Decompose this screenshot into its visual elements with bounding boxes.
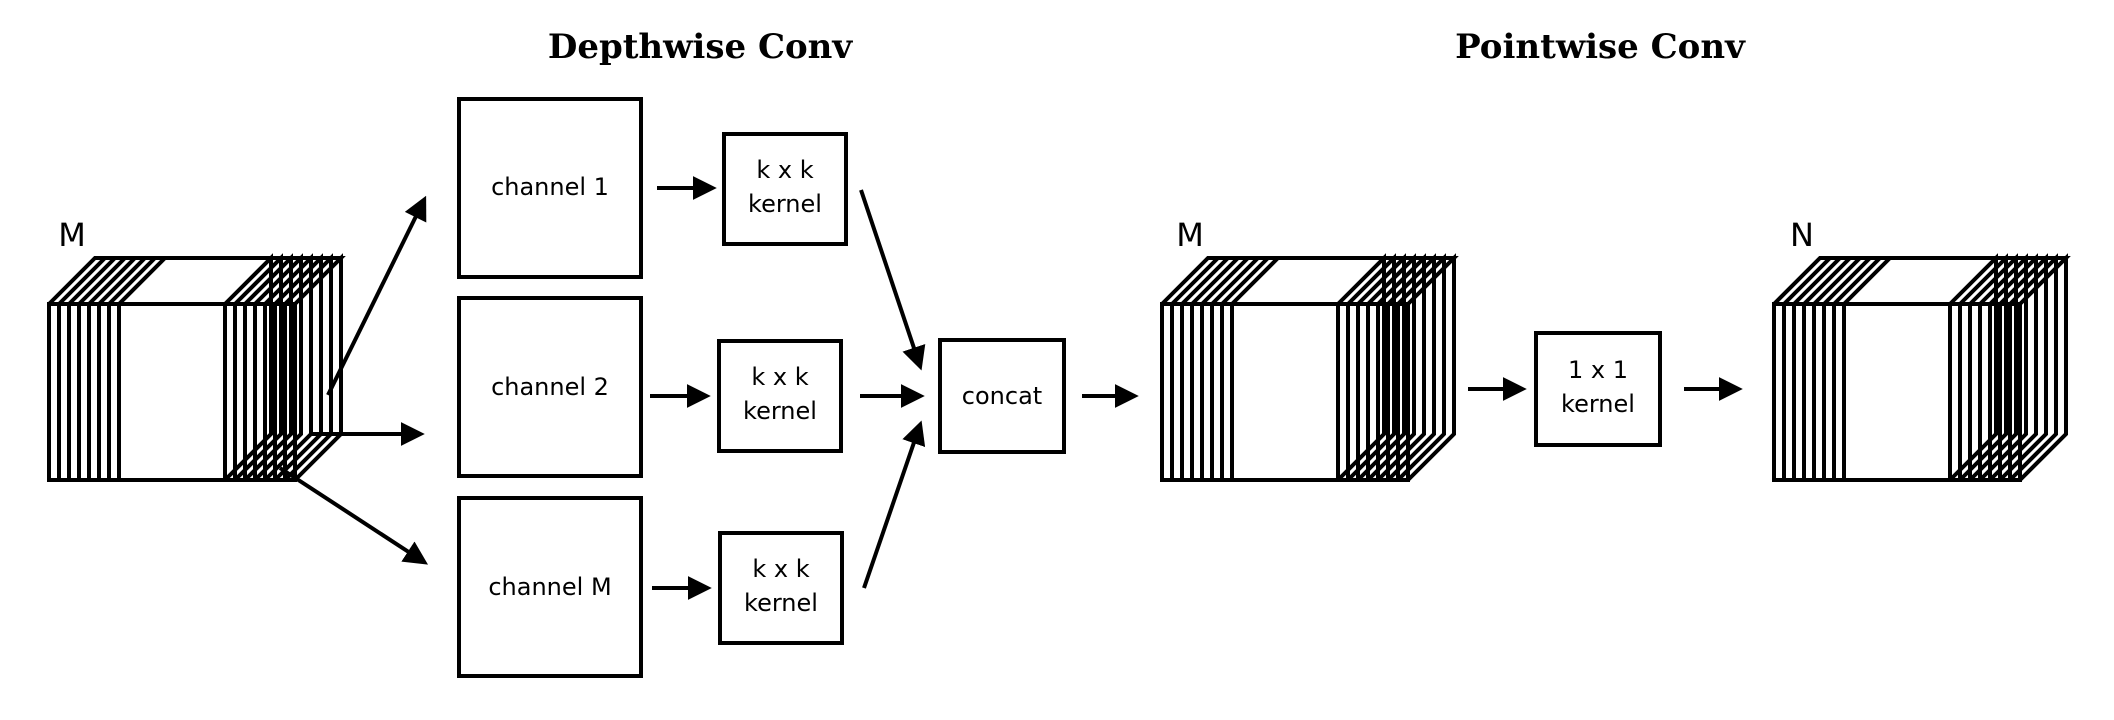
kernel-3-box [718, 531, 844, 645]
pointwise-kernel-box [1534, 331, 1662, 447]
depthwise-title: Depthwise Conv [548, 27, 854, 67]
split-arrow-bottom [278, 466, 429, 565]
output-tensor-label: N [1790, 216, 1814, 254]
tensor-layer-outline [1160, 253, 1389, 482]
pointwise-kernel-line1: 1 x 1 [1568, 356, 1628, 384]
middle-tensor-stack [1160, 253, 1459, 482]
channel-m-label: channel M [488, 573, 611, 601]
tensor-layer [1772, 253, 2001, 482]
arrow-kernel3-to-concat [862, 420, 926, 589]
tensor-layer [47, 253, 276, 482]
channel-2-label: channel 2 [491, 373, 609, 401]
kernel-3-line1: k x k [752, 555, 809, 583]
split-arrow-top [326, 195, 427, 396]
channel-1-label: channel 1 [491, 173, 609, 201]
kernel-2-line2: kernel [743, 397, 817, 425]
channel-2-box [457, 296, 643, 478]
tensor-layer [1160, 253, 1389, 482]
kernel-1-line1: k x k [756, 156, 813, 184]
middle-tensor-label: M [1176, 216, 1204, 254]
tensor-layer-outline [47, 253, 276, 482]
output-tensor-stack [1772, 253, 2071, 482]
arrow-kernel1-to-concat [859, 189, 926, 371]
channel-1-box [457, 97, 643, 279]
kernel-3-line2: kernel [744, 589, 818, 617]
kernel-1-line2: kernel [748, 190, 822, 218]
concat-label: concat [962, 382, 1042, 410]
pointwise-kernel-line2: kernel [1561, 390, 1635, 418]
concat-box [938, 338, 1066, 454]
pointwise-title: Pointwise Conv [1455, 27, 1746, 67]
kernel-2-line1: k x k [751, 363, 808, 391]
tensor-layer-outline [1772, 253, 2001, 482]
input-tensor-stack [47, 253, 346, 482]
kernel-2-box [717, 339, 843, 453]
input-tensor-label: M [58, 216, 86, 254]
channel-m-box [457, 496, 643, 678]
kernel-1-box [722, 132, 848, 246]
